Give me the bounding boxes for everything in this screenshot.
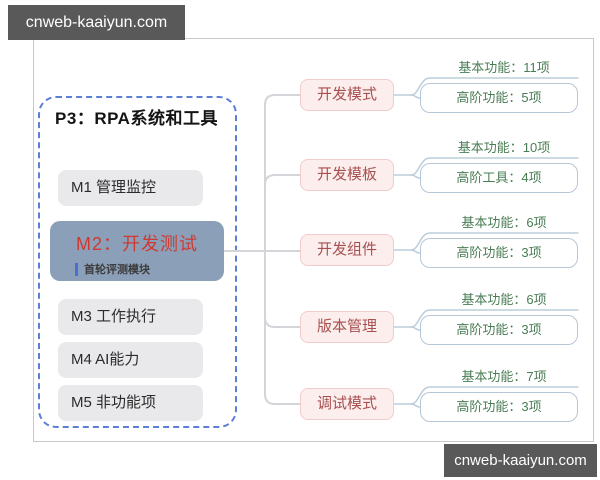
sub-label-bar-icon [75, 262, 78, 276]
advanced-count-node[interactable]: 高阶功能：5项 [420, 83, 578, 113]
branch-node[interactable]: 开发模式 [300, 79, 394, 111]
branch-node[interactable]: 开发组件 [300, 234, 394, 266]
module-m2-sublabel: 首轮评测模块 [84, 264, 150, 276]
module-item-m1[interactable]: M1 管理监控 [58, 170, 203, 206]
basic-count-node[interactable]: 基本功能：7项 [461, 369, 547, 384]
panel-title: P3：RPA系统和工具 [55, 109, 218, 128]
module-item-m5[interactable]: M5 非功能项 [58, 385, 203, 421]
advanced-count-node[interactable]: 高阶功能：3项 [420, 238, 578, 268]
branch-node[interactable]: 版本管理 [300, 311, 394, 343]
watermark-bottom: cnweb-kaaiyun.com [444, 444, 597, 477]
module-panel [38, 96, 237, 428]
module-item-m2-highlighted[interactable]: M2：开发测试 首轮评测模块 [50, 221, 224, 281]
module-m2-label: M2：开发测试 [75, 234, 198, 254]
module-m2-subrow: 首轮评测模块 [75, 261, 224, 277]
module-item-m4[interactable]: M4 AI能力 [58, 342, 203, 378]
basic-count-node[interactable]: 基本功能：6项 [461, 215, 547, 230]
basic-count-node[interactable]: 基本功能：10项 [457, 140, 551, 155]
advanced-count-node[interactable]: 高阶工具：4项 [420, 163, 578, 193]
watermark-top: cnweb-kaaiyun.com [8, 5, 185, 40]
basic-count-node[interactable]: 基本功能：6项 [461, 292, 547, 307]
branch-node[interactable]: 调试模式 [300, 388, 394, 420]
basic-count-node[interactable]: 基本功能：11项 [458, 60, 550, 75]
module-item-m3[interactable]: M3 工作执行 [58, 299, 203, 335]
advanced-count-node[interactable]: 高阶功能：3项 [420, 392, 578, 422]
branch-node[interactable]: 开发模板 [300, 159, 394, 191]
advanced-count-node[interactable]: 高阶功能：3项 [420, 315, 578, 345]
